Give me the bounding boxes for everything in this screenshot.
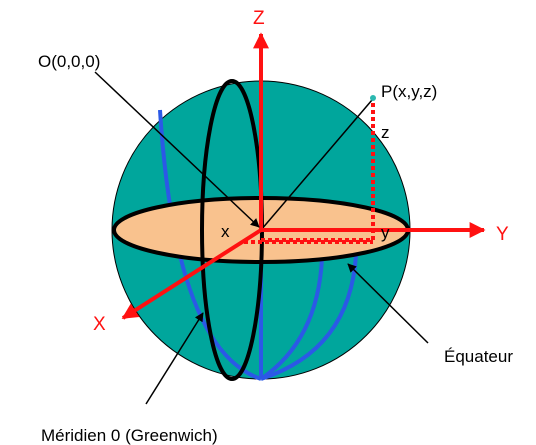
origin-label: O(0,0,0)	[38, 52, 100, 71]
y-axis-label: Y	[496, 224, 509, 245]
point-label: P(x,y,z)	[381, 82, 437, 101]
z-axis-label: Z	[253, 8, 265, 29]
equator-label: Équateur	[444, 347, 513, 366]
origin-leader	[94, 71, 260, 228]
y-coordinate-label: y	[381, 223, 390, 242]
projection-lines	[244, 103, 375, 244]
x-coordinate-label: x	[221, 222, 230, 241]
meridian-line	[260, 254, 358, 381]
x-axis	[121, 228, 263, 320]
meridian-line	[259, 257, 324, 381]
meridian-label: Méridien 0 (Greenwich)	[41, 426, 218, 445]
point-p	[370, 95, 376, 101]
z-coordinate-label: z	[381, 123, 390, 142]
position-vector	[260, 99, 373, 231]
equator-leader	[347, 263, 429, 344]
meridian-leader	[145, 312, 204, 405]
x-axis-label: X	[93, 314, 106, 335]
axes	[121, 32, 486, 320]
meridian-line	[158, 109, 262, 381]
